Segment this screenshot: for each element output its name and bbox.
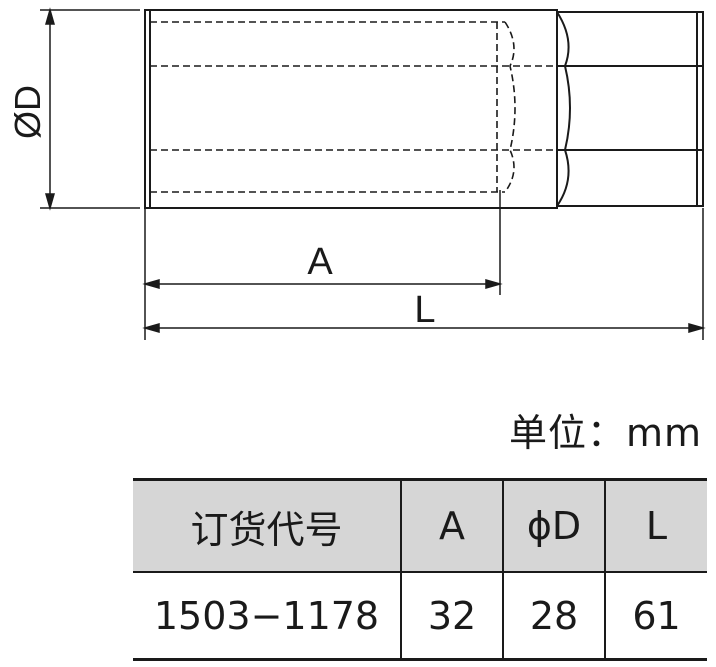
table-header-row: 订货代号 A ϕD L bbox=[133, 478, 707, 573]
socket-drive-end bbox=[556, 11, 704, 207]
dimension-label-l: L bbox=[414, 289, 435, 331]
spec-table: 订货代号 A ϕD L 1503−1178 32 28 61 bbox=[133, 478, 707, 661]
cell-l: 61 bbox=[604, 571, 707, 661]
cell-order-code: 1503−1178 bbox=[133, 571, 402, 661]
socket-body bbox=[144, 9, 558, 209]
table-row: 1503−1178 32 28 61 bbox=[133, 571, 707, 661]
cell-a: 32 bbox=[400, 571, 504, 661]
header-l: L bbox=[604, 478, 707, 573]
header-order-code: 订货代号 bbox=[133, 478, 402, 573]
header-a: A bbox=[400, 478, 504, 573]
dimension-label-a: A bbox=[307, 241, 333, 283]
unit-label: 单位：mm bbox=[508, 411, 702, 455]
dimension-label-d: ØD bbox=[7, 85, 48, 139]
header-d: ϕD bbox=[502, 478, 606, 573]
socket-technical-drawing: ØD A L bbox=[7, 7, 706, 340]
cell-d: 28 bbox=[502, 571, 606, 661]
